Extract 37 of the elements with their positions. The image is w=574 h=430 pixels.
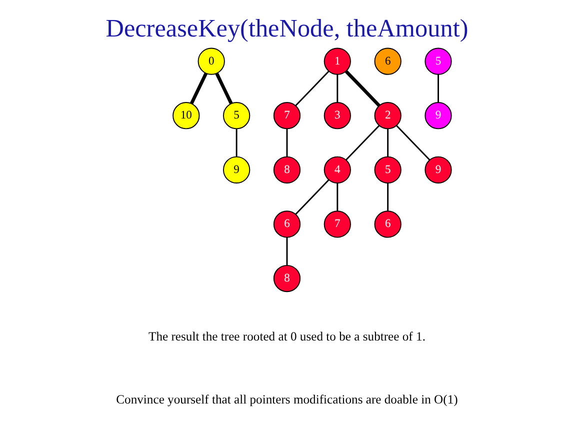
node-circle: 9 [424,156,452,184]
connector [438,74,439,102]
node-circle: 5 [424,48,452,75]
connector [387,183,389,211]
connector [396,125,430,160]
node-circle: 3 [324,102,351,130]
node-circle: 9 [223,156,250,184]
connector [215,72,233,104]
connector [190,72,208,104]
connector [346,125,380,160]
connector [295,70,330,106]
connector [344,70,380,107]
node-circle: 8 [273,264,301,292]
node-circle: 6 [374,210,402,238]
node-circle: 5 [374,156,402,184]
connector [387,128,389,156]
connector [286,128,288,156]
node-circle: 1 [324,48,351,75]
connector [286,237,288,266]
node-circle: 6 [374,48,402,75]
diagram-title: DecreaseKey(theNode, theAmount) [106,15,468,42]
node-circle: 8 [273,156,301,184]
node-circle: 7 [273,102,301,130]
node-circle: 10 [172,102,200,130]
node-circle: 0 [198,48,225,75]
connector [295,180,330,215]
node-circle: 6 [273,210,301,238]
node-circle: 4 [324,156,351,184]
node-circle: 2 [374,102,402,130]
connector [336,183,338,211]
connector [336,74,338,102]
label: The result the tree rooted at 0 used to be a subtree of 1. [148,329,426,344]
label: Convince yourself that all pointers modifications are doable in O(1) [116,392,458,407]
connector [236,128,238,156]
node-circle: 7 [324,210,351,238]
node-circle: 9 [424,102,452,130]
node-circle: 5 [223,102,250,130]
